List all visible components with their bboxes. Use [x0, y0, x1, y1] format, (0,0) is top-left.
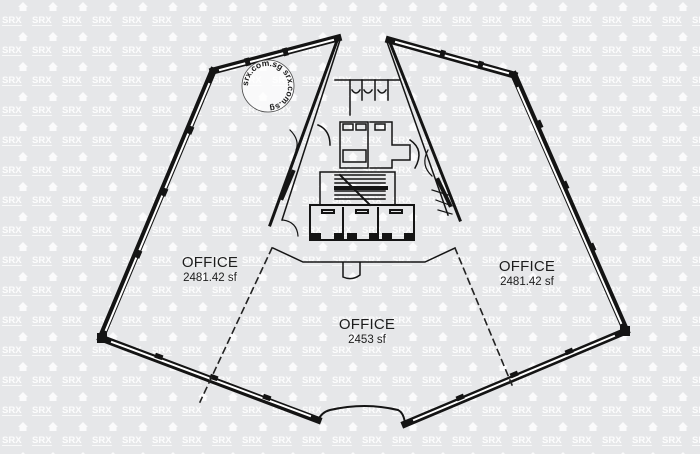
- restrooms: [317, 79, 420, 170]
- room-name: OFFICE: [181, 254, 239, 271]
- dashed-partition-right: [453, 246, 514, 387]
- lift-lobby: [309, 204, 415, 241]
- left-wing-walls: [96, 33, 343, 425]
- mullions: [97, 47, 630, 402]
- room-label-office-center: OFFICE 2453 sf: [339, 316, 395, 347]
- right-wing-walls: [384, 35, 631, 429]
- srx-stamp-seal: srx.com.sg srx.com.sg: [240, 58, 296, 114]
- doors: [279, 129, 453, 237]
- core-walls: [268, 36, 462, 227]
- room-area: 2481.42 sf: [500, 276, 554, 288]
- room-area: 2481.42 sf: [183, 272, 237, 284]
- room-area: 2453 sf: [348, 334, 386, 346]
- room-label-office-right: OFFICE 2481.42 sf: [499, 258, 555, 289]
- room-name: OFFICE: [338, 316, 396, 333]
- room-name: OFFICE: [498, 258, 556, 275]
- stairs: [319, 171, 396, 207]
- room-label-office-left: OFFICE 2481.42 sf: [182, 254, 238, 285]
- dashed-partition-left: [198, 246, 274, 404]
